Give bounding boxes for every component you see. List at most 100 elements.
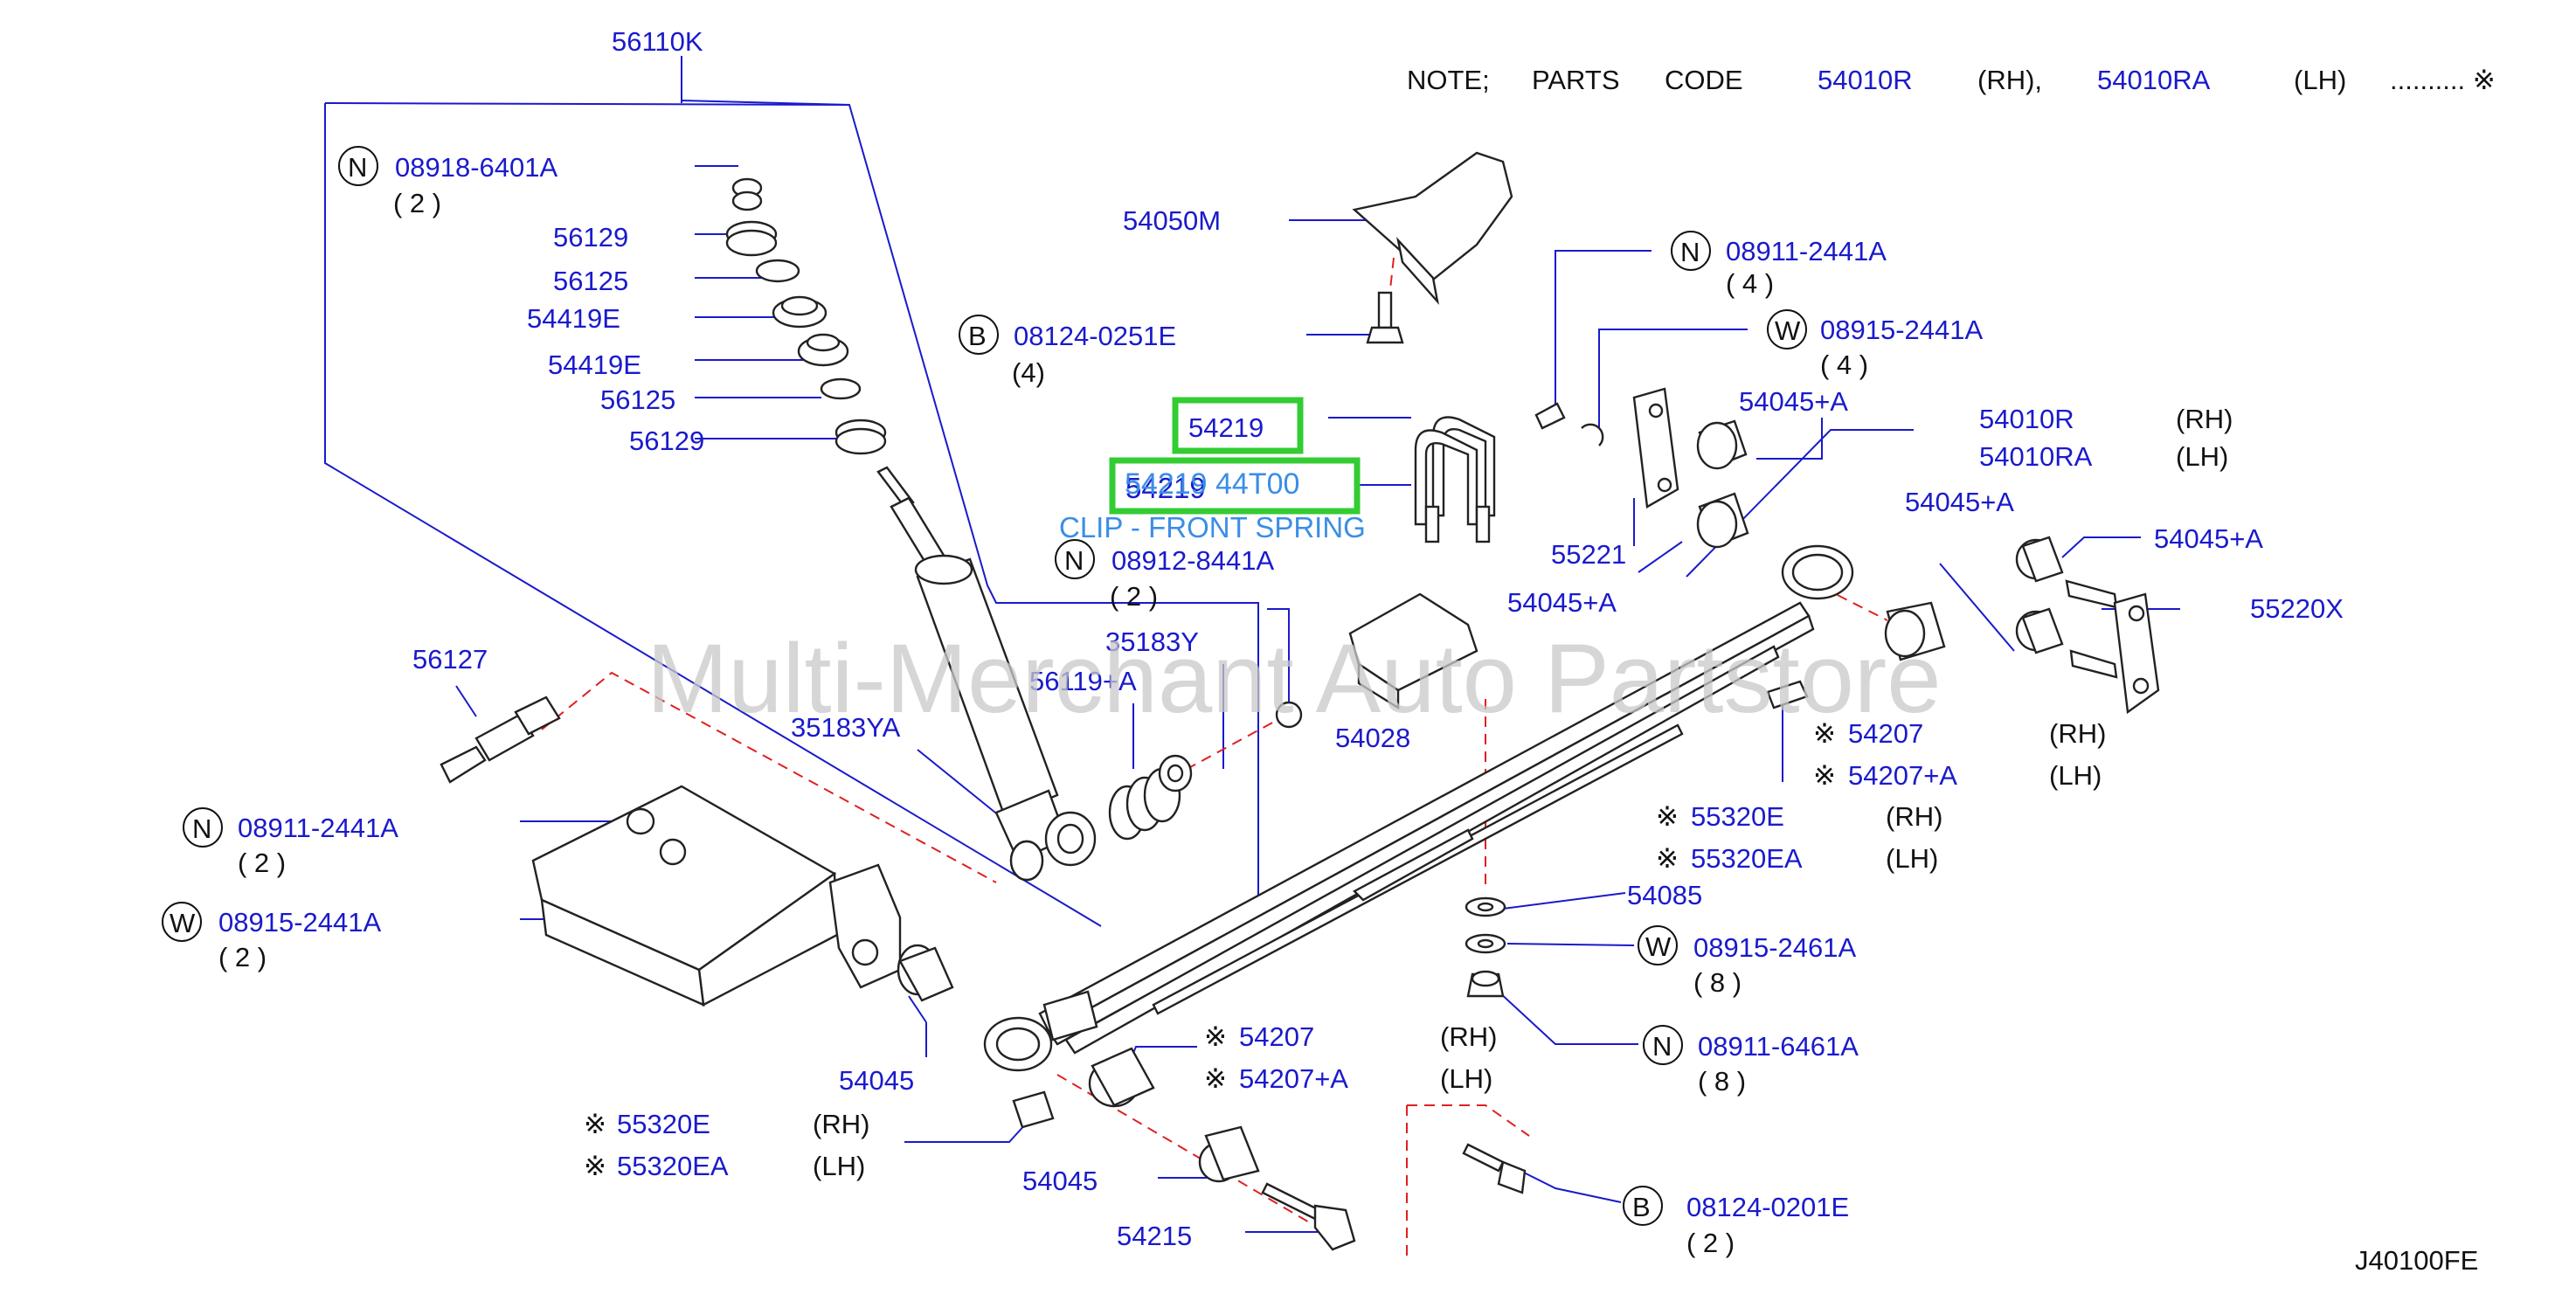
label-55220X[interactable]: 55220X: [2250, 593, 2344, 624]
qty: ( 4 ): [1726, 268, 1774, 299]
label-56129[interactable]: 56129: [553, 222, 628, 253]
lower-right-fasteners: [1465, 896, 1506, 998]
label-54045[interactable]: 54045: [839, 1065, 914, 1096]
nut-symbol: N: [1652, 1031, 1672, 1062]
side-lh: (LH): [2049, 760, 2102, 791]
label-54219-44T00[interactable]: 54219 44T00: [1125, 467, 1299, 501]
ref-mark: ※: [1204, 1063, 1227, 1094]
label-54207+A[interactable]: 54207+A: [1848, 760, 1957, 791]
qty: ( 2 ): [1686, 1228, 1735, 1258]
label-54045+A[interactable]: 54045+A: [1905, 487, 2014, 517]
label-54050M[interactable]: 54050M: [1123, 205, 1221, 236]
left-fasteners: [626, 807, 954, 1002]
nut-symbol: N: [348, 152, 367, 183]
label-56127[interactable]: 56127: [412, 644, 488, 675]
highlight-box[interactable]: [1109, 457, 1361, 515]
label-35183YA[interactable]: 35183YA: [791, 712, 901, 743]
label-55320EA[interactable]: 55320EA: [617, 1151, 729, 1181]
qty: ( 2 ): [218, 942, 267, 972]
u-bolt: [1414, 416, 1496, 543]
note-parts: PARTS: [1532, 65, 1620, 95]
watermark: Multi-Merchant Auto Partstore: [647, 624, 1941, 733]
ref-mark: ※: [1813, 718, 1836, 749]
bolt-symbol: B: [968, 321, 987, 351]
label-08124-0201E[interactable]: 08124-0201E: [1686, 1192, 1849, 1222]
label-56125[interactable]: 56125: [553, 266, 628, 296]
label-55320E[interactable]: 55320E: [617, 1109, 710, 1139]
label-08912-8441A[interactable]: 08912-8441A: [1111, 545, 1274, 576]
washer-symbol: W: [170, 908, 196, 938]
label-54419E[interactable]: 54419E: [527, 303, 620, 334]
label-08911-2441A[interactable]: 08911-2441A: [1726, 236, 1887, 266]
label-55320E[interactable]: 55320E: [1691, 801, 1784, 832]
qty: ( 8 ): [1698, 1066, 1746, 1097]
reference-marks: ※ ※ ※ ※ ※ ※ ※ ※: [584, 718, 1836, 1181]
washer-symbol: W: [1775, 315, 1801, 346]
side-rh: (RH): [2176, 404, 2233, 434]
side-lh: (LH): [2176, 441, 2228, 472]
nut-symbol: N: [1680, 237, 1700, 267]
label-54219[interactable]: 54219: [1125, 472, 1206, 504]
bottom-parts: [1012, 1047, 1527, 1251]
label-08911-2441A[interactable]: 08911-2441A: [238, 813, 398, 843]
note-lh-code: 54010RA: [2097, 65, 2211, 95]
highlight-box[interactable]: [1172, 397, 1304, 454]
label-54045[interactable]: 54045: [1022, 1166, 1098, 1196]
center-lines: [541, 257, 1888, 1258]
label-54207[interactable]: 54207: [1239, 1021, 1314, 1052]
side-lh: (LH): [1440, 1063, 1492, 1094]
ref-mark: ※: [584, 1109, 606, 1139]
qty: ( 2 ): [238, 848, 286, 878]
ref-mark: ※: [584, 1151, 606, 1181]
label-54010RA[interactable]: 54010RA: [1979, 441, 2093, 472]
note-mark: .......... ※: [2390, 65, 2496, 95]
lower-bushings: [1009, 701, 1303, 882]
ref-mark: ※: [1656, 843, 1679, 874]
label-55320EA[interactable]: 55320EA: [1691, 843, 1803, 874]
side-lh: (LH): [1886, 843, 1938, 874]
side-lh: (LH): [813, 1151, 865, 1181]
label-54219[interactable]: 54219: [1188, 412, 1264, 443]
bolt-symbol: B: [1632, 1192, 1651, 1222]
label-35183Y[interactable]: 35183Y: [1105, 626, 1199, 657]
note-code: CODE: [1665, 65, 1743, 95]
label-56110K[interactable]: 56110K: [612, 26, 703, 57]
label-54028[interactable]: 54028: [1335, 723, 1410, 753]
qty: (4): [1012, 357, 1045, 388]
note-rh-code: 54010R: [1818, 65, 1913, 95]
label-08124-0251E[interactable]: 08124-0251E: [1014, 321, 1176, 351]
label-54215[interactable]: 54215: [1117, 1221, 1192, 1251]
qty: ( 4 ): [1820, 349, 1868, 380]
label-08915-2441A[interactable]: 08915-2441A: [1820, 315, 1983, 345]
label-56119+A[interactable]: 56119+A: [1029, 666, 1137, 696]
bracket-54050M: [1352, 151, 1513, 344]
shock-top-hardware: [725, 177, 887, 455]
label-55221[interactable]: 55221: [1551, 539, 1626, 570]
note-rh: (RH),: [1977, 65, 2042, 95]
highlighted-part[interactable]: 54219 54219 54219 44T00 CLIP - FRONT SPR…: [1059, 397, 1366, 543]
label-56129[interactable]: 56129: [629, 426, 704, 456]
label-54419E[interactable]: 54419E: [548, 349, 641, 380]
label-54085[interactable]: 54085: [1627, 880, 1702, 910]
shackle-parts: [1534, 387, 1946, 709]
washer-symbol: W: [1645, 931, 1672, 962]
leader-lines: [324, 56, 2180, 1233]
label-54207+A[interactable]: 54207+A: [1239, 1063, 1348, 1094]
label-54010R[interactable]: 54010R: [1979, 404, 2074, 434]
label-08915-2461A[interactable]: 08915-2461A: [1693, 932, 1856, 963]
label-54045+A[interactable]: 54045+A: [1739, 386, 1848, 417]
label-54045+A[interactable]: 54045+A: [2154, 523, 2263, 554]
note-prefix: NOTE;: [1407, 65, 1490, 95]
label-08911-6461A[interactable]: 08911-6461A: [1698, 1031, 1859, 1062]
label-08915-2441A[interactable]: 08915-2441A: [218, 907, 381, 938]
label-08918-6401A[interactable]: 08918-6401A: [395, 152, 557, 183]
qty: ( 2 ): [393, 188, 441, 218]
label-54207[interactable]: 54207: [1848, 718, 1923, 749]
note-lh: (LH): [2294, 65, 2346, 95]
qty: ( 2 ): [1110, 581, 1158, 612]
nut-symbol: N: [192, 813, 211, 844]
label-56125[interactable]: 56125: [600, 384, 675, 415]
label-54045+A[interactable]: 54045+A: [1507, 587, 1617, 618]
symbol-letters: N B N W N N W W N B: [170, 152, 1801, 1222]
